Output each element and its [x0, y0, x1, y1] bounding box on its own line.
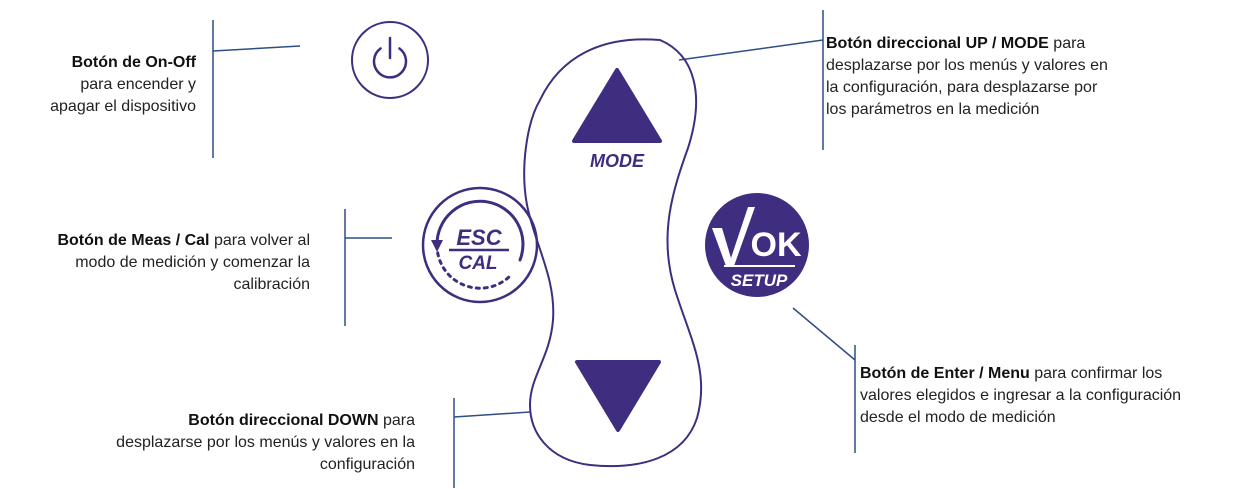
power-button[interactable]	[351, 21, 429, 99]
label-enter-line3: desde el modo de medición	[860, 409, 1056, 426]
esc-cal-ring	[421, 186, 539, 304]
label-enter: Botón de Enter / Menu para confirmar los…	[860, 363, 1258, 429]
label-meas: Botón de Meas / Cal para volver al modo …	[0, 230, 310, 296]
ok-setup-disc	[705, 193, 809, 297]
label-down-line3: configuración	[319, 456, 415, 473]
esc-cal-icon	[431, 199, 525, 290]
arrow-down-icon	[575, 360, 661, 432]
arrow-up-icon	[572, 68, 662, 143]
up-mode-button[interactable]: MODE	[572, 68, 662, 171]
label-enter-line1: para confirmar los	[1029, 365, 1163, 382]
label-enter-title: Botón de Enter / Menu	[860, 365, 1030, 382]
label-enter-line2: valores elegidos e ingresar a la configu…	[860, 387, 1182, 404]
leader-lines	[212, 10, 856, 488]
label-up-line3: la configuración, para desplazarse por	[826, 79, 1098, 96]
label-up: Botón direccional UP / MODE para desplaz…	[826, 33, 1156, 121]
label-up-line4: los parámetros en la medición	[826, 101, 1040, 118]
ok-setup-button[interactable]: OK SETUP	[705, 193, 809, 297]
up-leader	[678, 39, 824, 61]
ok-setup-icon	[712, 207, 755, 266]
label-meas-title: Botón de Meas / Cal	[57, 232, 210, 249]
enter-leader	[792, 307, 856, 361]
esc-cal-button[interactable]: ESC CAL	[421, 186, 539, 304]
mode-label: MODE	[590, 151, 645, 171]
power-icon	[372, 36, 408, 79]
cal-label: CAL	[458, 253, 497, 274]
label-down-line1: para	[378, 412, 415, 429]
label-onoff-line2: apagar el dispositivo	[50, 98, 196, 115]
label-meas-line2: modo de medición y comenzar la	[75, 254, 310, 271]
label-down: Botón direccional DOWN para desplazarse …	[0, 410, 415, 476]
label-onoff-title: Botón de On-Off	[71, 54, 196, 71]
esc-label: ESC	[456, 225, 502, 250]
setup-label: SETUP	[731, 271, 788, 290]
label-onoff-line1: para encender y	[80, 76, 196, 93]
ok-label: OK	[751, 226, 802, 264]
label-meas-line3: calibración	[233, 276, 310, 293]
label-up-title: Botón direccional UP / MODE	[826, 35, 1049, 52]
label-down-line2: desplazarse por los menús y valores en l…	[116, 434, 415, 451]
onoff-leader	[212, 45, 301, 52]
down-leader	[453, 411, 531, 418]
power-button-ring	[351, 21, 429, 99]
label-up-line1: para	[1048, 35, 1086, 52]
label-meas-line1: para volver al	[209, 232, 310, 249]
down-button[interactable]	[575, 360, 661, 432]
keypad-outline	[523, 38, 703, 468]
label-down-title: Botón direccional DOWN	[188, 412, 379, 429]
label-up-line2: desplazarse por los menús y valores en	[826, 57, 1108, 74]
label-onoff: Botón de On-Off para encender y apagar e…	[0, 52, 196, 118]
